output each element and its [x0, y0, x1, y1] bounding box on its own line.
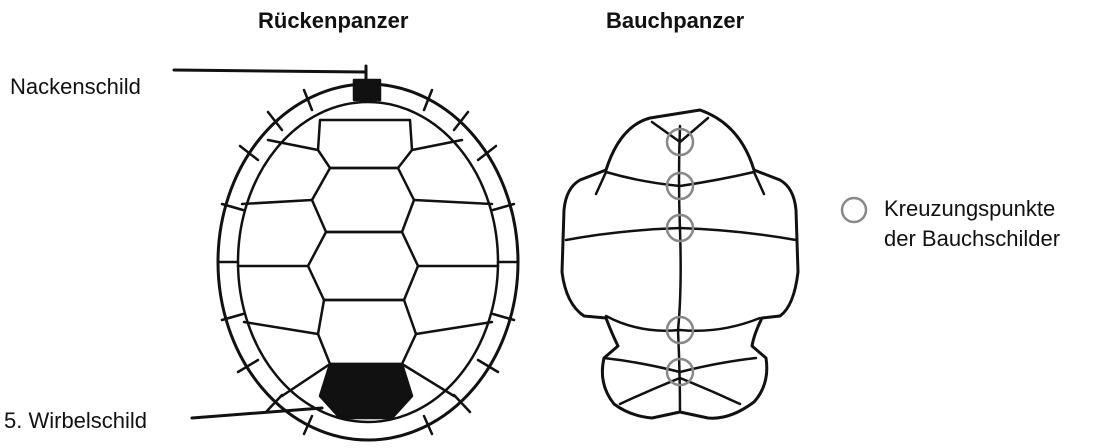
- vertebral-scutes: [308, 120, 418, 364]
- vertebral5-scute: [320, 364, 412, 418]
- legend-circle-icon: [842, 198, 866, 222]
- plastron: [562, 110, 798, 418]
- carapace: [174, 66, 518, 440]
- plastron-midline: [678, 126, 681, 412]
- costal-dividers: [238, 140, 498, 396]
